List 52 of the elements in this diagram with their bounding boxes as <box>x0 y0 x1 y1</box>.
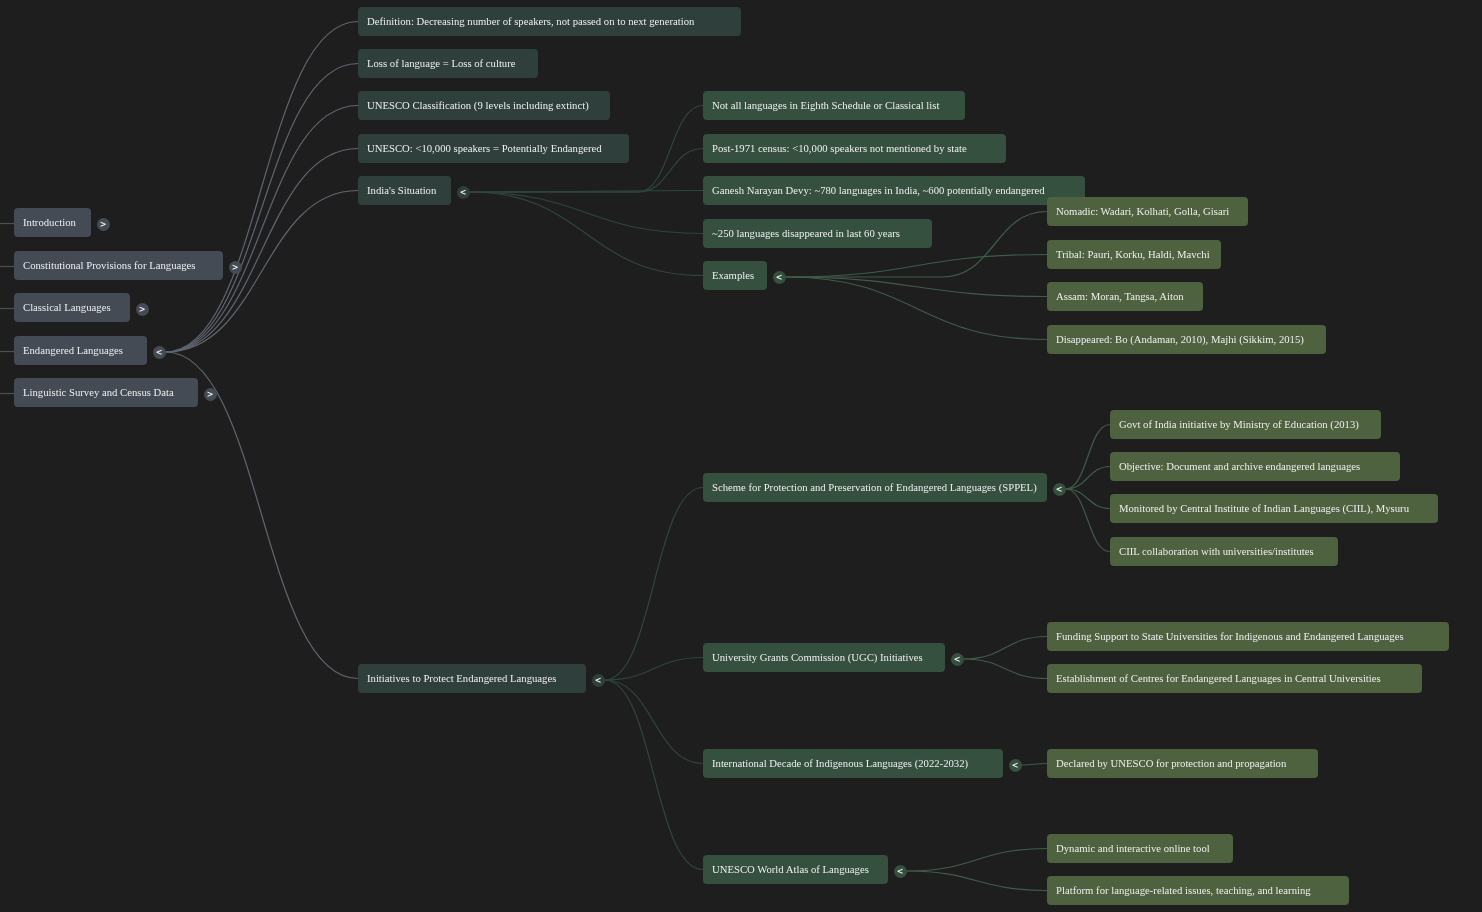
topic-text: Disappeared: Bo (Andaman, 2010), Majhi (Sikkim, 2015) <box>1056 333 1304 346</box>
topic-text: Introduction <box>23 216 76 229</box>
topic-text: Objective: Document and archive endangered languages <box>1119 460 1361 473</box>
topic-text: Govt of India initiative by Ministry of Education (2013) <box>1119 418 1359 431</box>
toggle-button: > <box>203 387 217 401</box>
topic-text: UNESCO: <10,000 speakers = Potentially Endangered <box>367 142 602 155</box>
connector-line <box>468 191 704 277</box>
topic-text: Classical Languages <box>23 301 111 314</box>
toggle-button: < <box>152 345 166 359</box>
topic-text: Dynamic and interactive online tool <box>1056 842 1210 855</box>
topic-text: Tribal: Pauri, Korku, Haldi, Mavchi <box>1056 248 1210 261</box>
topic-text: Platform for language-related issues, teaching, and learning <box>1056 884 1311 897</box>
toggle-button: < <box>591 673 605 687</box>
toggle-button: < <box>1052 482 1066 496</box>
toggle-button: < <box>950 652 964 666</box>
connector-line <box>1020 762 1048 766</box>
topic-text: Initiatives to Protect Endangered Languages <box>367 672 557 685</box>
topic-text: Assam: Moran, Tangsa, Aiton <box>1056 290 1184 303</box>
connector-line <box>164 189 359 353</box>
topic-text: Constitutional Provisions for Languages <box>23 259 196 272</box>
connector-line <box>905 870 1048 892</box>
topic-text: Declared by UNESCO for protection and propagation <box>1056 757 1287 770</box>
topic-text: Monitored by Central Institute of Indian Languages (CIIL), Mysuru <box>1119 502 1409 515</box>
topic-text: Establishment of Centres for Endangered Languages in Central Universities <box>1056 672 1381 685</box>
toggle-button: > <box>96 217 110 231</box>
topic-text: ~250 languages disappeared in last 60 years <box>712 227 900 240</box>
topic-text: Endangered Languages <box>23 344 123 357</box>
toggle-button: < <box>893 864 907 878</box>
toggle-button: > <box>135 302 149 316</box>
topic-text: Examples <box>712 269 755 282</box>
toggle-button: < <box>456 185 470 199</box>
topic-text: UNESCO Classification (9 levels including extinct) <box>367 99 589 112</box>
topic-text: International Decade of Indigenous Languages (2022-2032) <box>712 757 969 770</box>
topic-text: Ganesh Narayan Devy: ~780 languages in India, ~600 potentially endangered <box>712 184 1045 197</box>
topic-text: Not all languages in Eighth Schedule or Classical list <box>712 99 940 112</box>
topic-text: Definition: Decreasing number of speakers, not passed on to next generation <box>367 15 695 28</box>
toggle-button: < <box>1008 758 1022 772</box>
connector-line <box>1064 488 1111 553</box>
topic-text: Funding Support to State Universities for Indigenous and Endangered Languages <box>1056 630 1404 643</box>
topic-text: Scheme for Protection and Preservation of Endangered Languages (SPPEL) <box>712 481 1037 494</box>
toggle-button: > <box>228 260 242 274</box>
topic-text: UNESCO World Atlas of Languages <box>712 863 869 876</box>
connector-line <box>784 276 1048 341</box>
topic-text: India's Situation <box>367 184 437 197</box>
toggle-button: < <box>772 270 786 284</box>
topic-text: Post-1971 census: <10,000 speakers not mentioned by state <box>712 142 967 155</box>
topic-text: Loss of language = Loss of culture <box>367 57 516 70</box>
topic-text: CIIL collaboration with universities/institutes <box>1119 545 1314 558</box>
topic-text: University Grants Commission (UGC) Initiatives <box>712 651 923 664</box>
topic-text: Linguistic Survey and Census Data <box>23 386 174 399</box>
topic-text: Nomadic: Wadari, Kolhati, Golla, Gisari <box>1056 205 1230 218</box>
connector-line <box>962 658 1048 680</box>
